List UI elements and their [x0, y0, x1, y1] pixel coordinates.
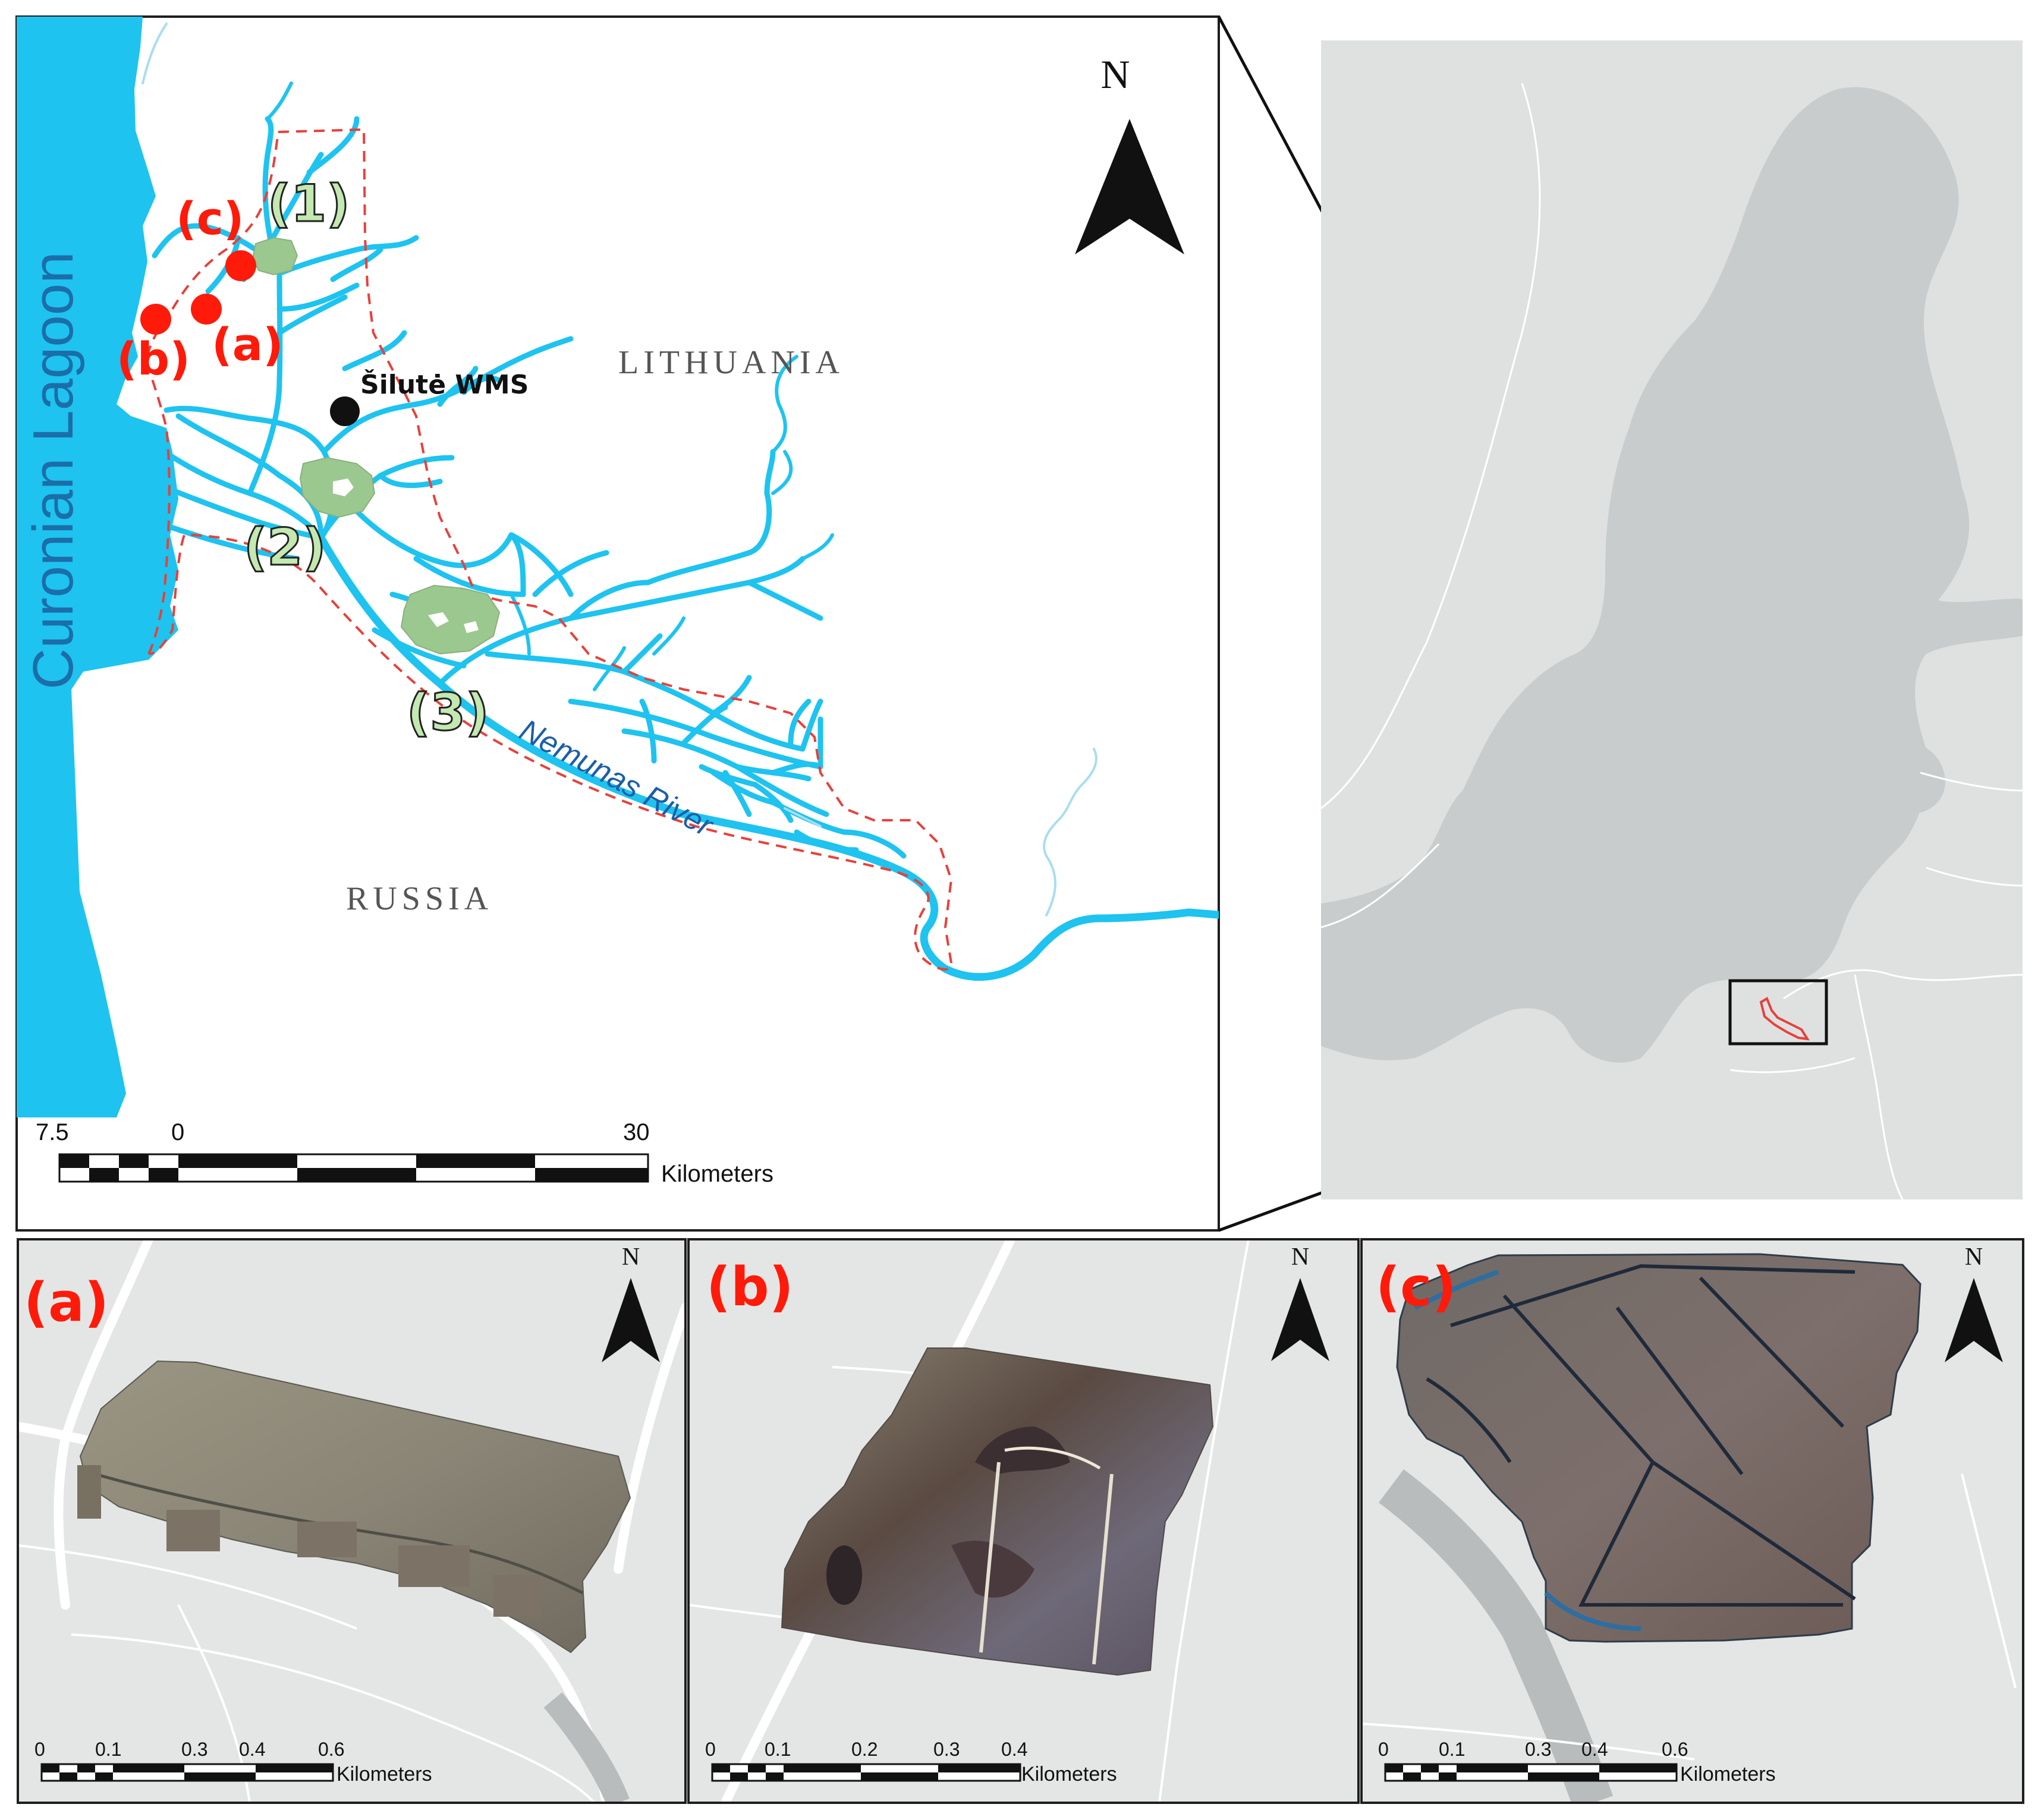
- main-scale-unit: Kilometers: [661, 1161, 773, 1187]
- station-marker: [330, 396, 360, 426]
- panel-b-scale-tick-4: 0.4: [1001, 1739, 1027, 1760]
- panel-c-scale-tick-0: 0: [1378, 1739, 1389, 1760]
- panel-b-north-label: N: [1291, 1243, 1309, 1271]
- north-arrow: N: [1075, 52, 1184, 254]
- main-map: Curonian Lagoon Nemunas River LITHUANIA …: [15, 15, 1220, 1232]
- panel-b-scale-tick-3: 0.3: [933, 1739, 960, 1760]
- polder-label-2: (2): [244, 518, 326, 577]
- main-scale-tick-0: 7.5: [36, 1119, 69, 1145]
- inset-map: [1321, 40, 2023, 1199]
- panel-c-scale-tick-4: 0.6: [1662, 1739, 1688, 1760]
- station-label: Šilutė WMS: [360, 369, 529, 400]
- main-scale-tick-2: 30: [623, 1119, 650, 1145]
- panel-b-north-arrow: N: [1271, 1243, 1329, 1361]
- site-label-a: (a): [212, 318, 284, 371]
- panel-b: (b) N 0 0.1 0.2 0.3 0.4 Kilometers: [687, 1238, 1360, 1804]
- lagoon-label: Curonian Lagoon: [21, 251, 85, 689]
- panel-c-north-arrow: N: [1945, 1243, 2003, 1362]
- panel-a-scale-unit: Kilometers: [337, 1763, 432, 1786]
- country-lithuania: LITHUANIA: [618, 344, 844, 381]
- site-label-c: (c): [176, 192, 244, 245]
- faint-streams: [141, 23, 1097, 917]
- panel-a-north-label: N: [622, 1243, 640, 1271]
- main-map-frame: [15, 15, 1220, 1232]
- panel-c-orthophoto: [1396, 1253, 1922, 1643]
- panel-b-scale-tick-1: 0.1: [765, 1739, 791, 1760]
- panel-a-scale-tick-3: 0.4: [239, 1739, 265, 1760]
- main-scale-bar: 7.5 0 30 Kilometers: [36, 1119, 773, 1187]
- panel-c-scale-tick-3: 0.4: [1581, 1739, 1608, 1760]
- polder-2-hole: [333, 478, 354, 496]
- panel-a-scale-tick-2: 0.3: [181, 1739, 207, 1760]
- inset-extent-box: [1728, 979, 1828, 1046]
- polder-3-hole: [428, 612, 479, 633]
- panel-c-scale-tick-2: 0.3: [1525, 1739, 1551, 1760]
- panel-a-scale-tick-4: 0.6: [318, 1739, 344, 1760]
- curonian-lagoon: [17, 17, 178, 1117]
- panel-c-label: (c): [1376, 1256, 1457, 1318]
- panel-b-label: (b): [706, 1256, 794, 1318]
- site-marker-b: [140, 304, 171, 335]
- site-marker-c: [225, 250, 256, 281]
- panel-b-orthophoto: [781, 1347, 1214, 1676]
- panel-a-scale-tick-1: 0.1: [95, 1739, 121, 1760]
- panel-c: (c) N 0 0.1 0.3 0.4 0.6 Kilometers: [1360, 1238, 2024, 1804]
- panel-b-scale-unit: Kilometers: [1021, 1763, 1117, 1786]
- polder-label-3: (3): [407, 683, 489, 742]
- polder-3: [400, 584, 501, 655]
- panel-a-north-arrow: N: [602, 1243, 660, 1362]
- inset-gulf-riga: [1888, 741, 1945, 814]
- inset-gulf-finland: [1784, 574, 1926, 610]
- main-scale-tick-1: 0: [171, 1119, 184, 1145]
- delta-channels: [134, 116, 907, 859]
- panel-c-scale-bar: 0 0.1 0.3 0.4 0.6 Kilometers: [1378, 1739, 1776, 1786]
- panel-a-scale-tick-0: 0: [34, 1739, 45, 1760]
- panel-a: (a) N 0 0.1 0.3 0.4 0.6 Kilometers: [17, 1238, 687, 1804]
- country-russia: RUSSIA: [346, 880, 493, 917]
- panel-a-scale-bar: 0 0.1 0.3 0.4 0.6 Kilometers: [34, 1739, 432, 1786]
- study-area-boundary: [146, 128, 952, 971]
- inset-borders: [1321, 83, 2023, 1199]
- north-arrow-label: N: [1100, 52, 1130, 97]
- panel-b-scale-tick-0: 0: [705, 1739, 716, 1760]
- inset-study-area: [1759, 997, 1810, 1041]
- panel-c-scale-tick-1: 0.1: [1439, 1739, 1465, 1760]
- site-label-b: (b): [117, 332, 190, 385]
- panel-a-label: (a): [24, 1271, 109, 1334]
- site-marker-a: [191, 294, 222, 325]
- panel-a-orthophoto: [79, 1360, 631, 1654]
- panel-b-scale-bar: 0 0.1 0.2 0.3 0.4 Kilometers: [705, 1739, 1117, 1786]
- polder-label-1: (1): [268, 174, 350, 234]
- panel-c-scale-unit: Kilometers: [1680, 1763, 1776, 1786]
- polder-1: [251, 237, 298, 276]
- inset-sea: [1321, 87, 2023, 1063]
- panel-b-scale-tick-2: 0.2: [851, 1739, 878, 1760]
- panel-c-north-label: N: [1965, 1243, 1983, 1271]
